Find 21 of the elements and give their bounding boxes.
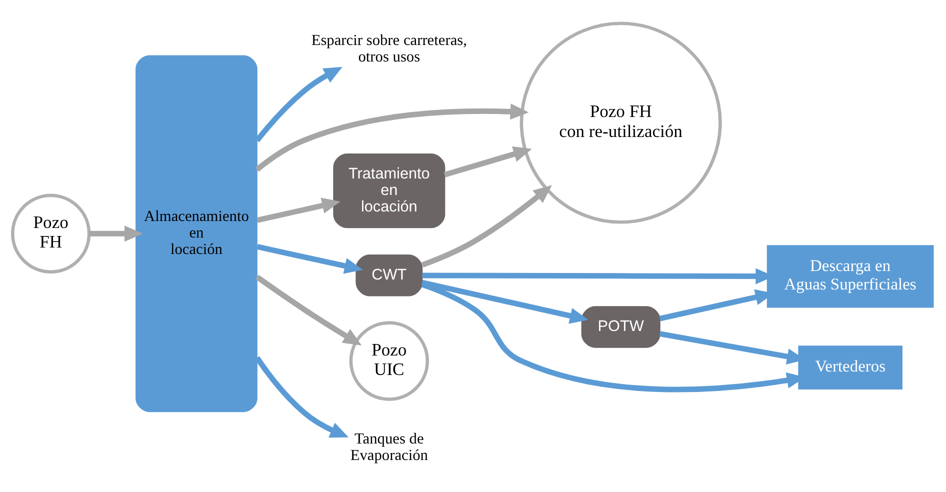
arrow (256, 244, 363, 274)
arrow (254, 66, 342, 142)
arrow (422, 280, 588, 324)
arrow (255, 274, 362, 346)
node-text: Tanques de Evaporación (350, 430, 428, 464)
arrow (256, 198, 340, 223)
node-circle: Pozo FH (10, 194, 91, 274)
arrow (89, 226, 143, 242)
node-circle: Pozo UIC (349, 321, 430, 401)
node-box: Almacenamiento en locación (136, 55, 258, 412)
arrow (254, 356, 349, 438)
arrow (421, 185, 552, 268)
arrow (255, 104, 529, 172)
node-box: Tratamiento en locación (333, 154, 446, 228)
node-box: Descarga en Aguas Superficiales (766, 245, 934, 308)
node-circle: Pozo FH con re-utilización (520, 22, 722, 224)
node-box: POTW (581, 306, 660, 348)
node-text: Esparcir sobre carreteras, otros usos (311, 32, 467, 66)
arrow (444, 146, 532, 178)
node-box: Vertederos (798, 346, 902, 390)
node-box: CWT (356, 254, 423, 296)
